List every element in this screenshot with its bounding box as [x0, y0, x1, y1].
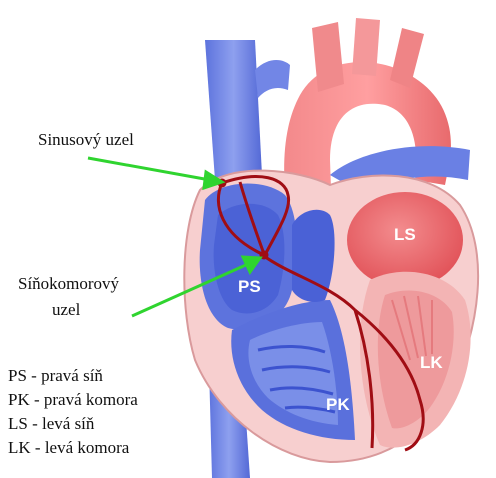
label-pk: PK: [326, 395, 350, 414]
legend-item-ps: PS - pravá síň: [8, 364, 138, 388]
legend-item-ls: LS - levá síň: [8, 412, 138, 436]
legend: PS - pravá síň PK - pravá komora LS - le…: [8, 364, 138, 460]
pulmonary-trunk: [292, 210, 335, 302]
av-node-label-line1: Síňokomorový: [18, 272, 119, 296]
legend-item-pk: PK - pravá komora: [8, 388, 138, 412]
av-node-label-line2: uzel: [52, 298, 80, 322]
label-lk: LK: [420, 353, 443, 372]
label-ls: LS: [394, 225, 416, 244]
sa-node-label: Sinusový uzel: [38, 128, 134, 152]
superior-vena-cava: [205, 40, 262, 180]
label-ps: PS: [238, 277, 261, 296]
vein-branch: [255, 60, 290, 98]
legend-item-lk: LK - levá komora: [8, 436, 138, 460]
aorta-branch-2: [352, 18, 380, 76]
aorta-branch-3: [390, 28, 424, 88]
sa-arrow-line: [88, 158, 210, 180]
